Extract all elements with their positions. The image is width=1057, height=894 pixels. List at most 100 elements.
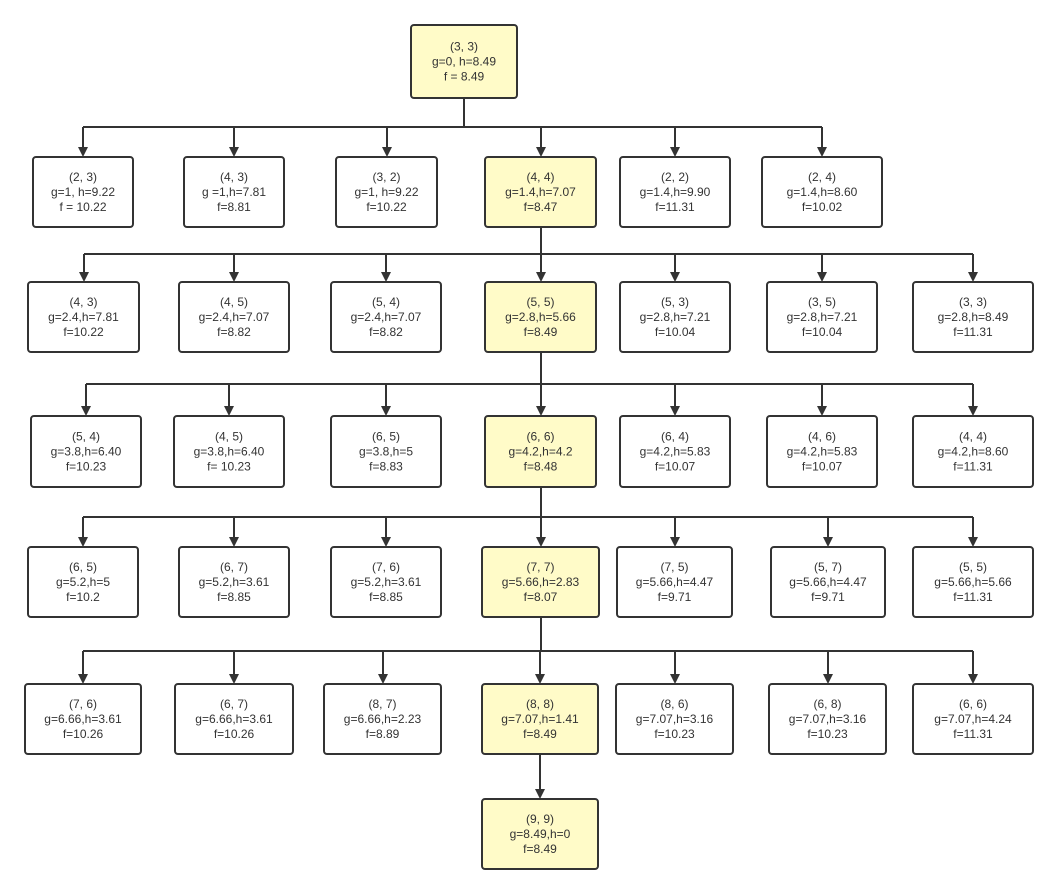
node-gh-label: g=5.66,h=4.47 — [789, 575, 867, 589]
node-box-on-path — [481, 683, 599, 755]
node-f-label: f=10.07 — [802, 460, 843, 474]
node-box — [174, 683, 294, 755]
node-coordinate-label: (3, 3) — [959, 295, 987, 309]
node-box — [768, 683, 887, 755]
node-box — [619, 156, 731, 228]
node-coordinate-label: (6, 6) — [526, 430, 554, 444]
node-gh-label: g=8.49,h=0 — [510, 827, 571, 841]
node-box — [615, 683, 734, 755]
arrow-head — [381, 537, 391, 547]
node-coordinate-label: (5, 4) — [72, 430, 100, 444]
node-box — [27, 281, 140, 353]
arrow-head — [670, 537, 680, 547]
tree-node: (8, 7)g=6.66,h=2.23f=8.89 — [323, 683, 442, 755]
node-box-on-path — [484, 281, 597, 353]
node-f-label: f=10.04 — [802, 325, 843, 339]
node-box — [912, 683, 1034, 755]
node-gh-label: g=7.07,h=3.16 — [636, 712, 714, 726]
node-coordinate-label: (6, 8) — [813, 697, 841, 711]
node-box — [27, 546, 139, 618]
node-f-label: f=10.23 — [66, 460, 107, 474]
node-box — [330, 281, 442, 353]
node-coordinate-label: (4, 3) — [220, 170, 248, 184]
tree-node: (3, 3)g=0, h=8.49f = 8.49 — [410, 24, 518, 99]
tree-node: (2, 3)g=1, h=9.22f = 10.22 — [32, 156, 134, 228]
node-box — [335, 156, 438, 228]
arrow-head — [229, 674, 239, 684]
node-f-label: f=9.71 — [811, 590, 845, 604]
node-f-label: f=11.31 — [953, 325, 993, 339]
node-coordinate-label: (6, 7) — [220, 560, 248, 574]
node-coordinate-label: (7, 7) — [526, 560, 554, 574]
node-box — [619, 281, 731, 353]
tree-node: (6, 4)g=4.2,h=5.83f=10.07 — [619, 415, 731, 488]
node-box — [30, 415, 142, 488]
tree-node: (7, 7)g=5.66,h=2.83f=8.07 — [481, 546, 600, 618]
node-box — [178, 281, 290, 353]
node-gh-label: g=2.4,h=7.07 — [351, 310, 422, 324]
arrow-head — [670, 406, 680, 416]
arrow-head — [78, 147, 88, 157]
arrow-head — [968, 406, 978, 416]
node-coordinate-label: (2, 4) — [808, 170, 836, 184]
arrow-head — [670, 147, 680, 157]
arrow-head — [78, 537, 88, 547]
node-gh-label: g=3.8,h=6.40 — [51, 445, 122, 459]
tree-node: (2, 2)g=1.4,h=9.90f=11.31 — [619, 156, 731, 228]
tree-node: (5, 4)g=3.8,h=6.40f=10.23 — [30, 415, 142, 488]
arrow-head — [817, 147, 827, 157]
arrow-head — [229, 272, 239, 282]
node-f-label: f=11.31 — [953, 727, 993, 741]
node-coordinate-label: (9, 9) — [526, 812, 554, 826]
node-box — [912, 415, 1034, 488]
arrow-head — [817, 406, 827, 416]
tree-node: (5, 5)g=2.8,h=5.66f=8.49 — [484, 281, 597, 353]
node-coordinate-label: (6, 5) — [69, 560, 97, 574]
arrow-head — [535, 674, 545, 684]
node-coordinate-label: (2, 2) — [661, 170, 689, 184]
arrow-head — [224, 406, 234, 416]
node-coordinate-label: (4, 3) — [69, 295, 97, 309]
arrow-head — [968, 272, 978, 282]
node-box — [330, 415, 442, 488]
tree-node: (4, 5)g=3.8,h=6.40f= 10.23 — [173, 415, 285, 488]
node-f-label: f=8.85 — [217, 590, 251, 604]
tree-node: (4, 5)g=2.4,h=7.07f=8.82 — [178, 281, 290, 353]
node-f-label: f=11.31 — [953, 590, 993, 604]
tree-node: (8, 6)g=7.07,h=3.16f=10.23 — [615, 683, 734, 755]
node-coordinate-label: (6, 7) — [220, 697, 248, 711]
node-gh-label: g=7.07,h=3.16 — [789, 712, 867, 726]
node-coordinate-label: (3, 2) — [372, 170, 400, 184]
node-gh-label: g=7.07,h=4.24 — [934, 712, 1012, 726]
node-coordinate-label: (5, 4) — [372, 295, 400, 309]
node-gh-label: g=4.2,h=5.83 — [787, 445, 858, 459]
arrow-head — [381, 272, 391, 282]
node-f-label: f=10.04 — [655, 325, 696, 339]
node-box — [173, 415, 285, 488]
node-gh-label: g=0, h=8.49 — [432, 55, 496, 69]
tree-node: (7, 5)g=5.66,h=4.47f=9.71 — [616, 546, 733, 618]
node-box — [766, 281, 878, 353]
node-coordinate-label: (6, 4) — [661, 430, 689, 444]
node-box — [616, 546, 733, 618]
tree-node: (5, 7)g=5.66,h=4.47f=9.71 — [770, 546, 886, 618]
node-box-on-path — [484, 415, 597, 488]
tree-node: (3, 3)g=2.8,h=8.49f=11.31 — [912, 281, 1034, 353]
node-f-label: f=8.82 — [369, 325, 403, 339]
node-gh-label: g=6.66,h=3.61 — [44, 712, 122, 726]
node-f-label: f=10.02 — [802, 200, 843, 214]
node-gh-label: g=5.2,h=3.61 — [199, 575, 270, 589]
node-f-label: f=8.49 — [523, 727, 557, 741]
node-f-label: f=9.71 — [658, 590, 692, 604]
arrow-head — [78, 674, 88, 684]
arrow-head — [382, 147, 392, 157]
tree-node: (6, 7)g=5.2,h=3.61f=8.85 — [178, 546, 290, 618]
node-box — [24, 683, 142, 755]
node-gh-label: g=3.8,h=5 — [359, 445, 413, 459]
tree-node: (5, 4)g=2.4,h=7.07f=8.82 — [330, 281, 442, 353]
node-f-label: f = 8.49 — [444, 70, 485, 84]
tree-node: (2, 4)g=1.4,h=8.60f=10.02 — [761, 156, 883, 228]
node-coordinate-label: (7, 6) — [372, 560, 400, 574]
tree-node: (6, 5)g=5.2,h=5f=10.2 — [27, 546, 139, 618]
tree-node: (5, 5)g=5.66,h=5.66f=11.31 — [912, 546, 1034, 618]
